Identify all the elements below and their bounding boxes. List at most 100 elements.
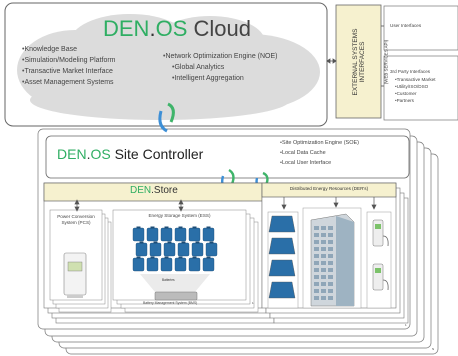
building-window bbox=[321, 275, 326, 279]
battery-icon bbox=[174, 257, 187, 272]
site-item-ui: Local User Interface bbox=[280, 160, 331, 167]
battery-funnel bbox=[140, 274, 210, 292]
battery-icon bbox=[191, 242, 204, 257]
building-window bbox=[321, 282, 326, 286]
building-window bbox=[314, 261, 319, 265]
battery-icon bbox=[160, 227, 173, 242]
cloud-item-asset-mgmt: Asset Management Systems bbox=[22, 79, 113, 86]
pcs-title: Power Conversion System (PCS) bbox=[57, 214, 95, 225]
battery-icon bbox=[163, 242, 176, 257]
building-window bbox=[328, 282, 333, 286]
building-window bbox=[314, 296, 319, 300]
store-page-number: 1 bbox=[252, 301, 254, 305]
store-title-dot: . bbox=[151, 185, 154, 196]
building-window bbox=[321, 289, 326, 293]
building-window bbox=[328, 261, 333, 265]
third-party-utility: Utility/ISO/DSO bbox=[395, 84, 429, 90]
third-party-customer: Customer bbox=[395, 91, 417, 97]
battery-cap bbox=[192, 226, 197, 229]
building-window bbox=[314, 268, 319, 272]
building-window bbox=[328, 233, 333, 237]
cloud-title: DEN.OS Cloud bbox=[103, 18, 251, 40]
building-window bbox=[314, 254, 319, 258]
building-window bbox=[321, 240, 326, 244]
battery-cap bbox=[192, 256, 197, 259]
solar-panels bbox=[268, 215, 296, 299]
battery-cap bbox=[136, 226, 141, 229]
site-title-dot: . bbox=[86, 146, 91, 162]
batteries-grid bbox=[132, 226, 218, 272]
building-window bbox=[314, 226, 319, 230]
building-window bbox=[328, 254, 333, 258]
battery-icon bbox=[146, 227, 159, 242]
der-header bbox=[261, 182, 397, 198]
building-window bbox=[314, 282, 319, 286]
cloud-item-simulation: Simulation/Modeling Platform bbox=[22, 57, 115, 64]
battery-cap bbox=[206, 226, 211, 229]
site-title-os: OS bbox=[90, 146, 111, 162]
battery-cap bbox=[150, 226, 155, 229]
battery-cap bbox=[153, 241, 158, 244]
battery-cap bbox=[136, 256, 141, 259]
building-icon bbox=[310, 213, 355, 307]
building-window bbox=[328, 226, 333, 230]
battery-icon bbox=[177, 242, 190, 257]
building-window bbox=[321, 261, 326, 265]
battery-icon bbox=[188, 227, 201, 242]
battery-cap bbox=[209, 241, 214, 244]
building-window bbox=[321, 296, 326, 300]
ess-title: Energy Storage System (ESS) bbox=[148, 213, 211, 218]
external-systems-subtitle: (WEB SERVICES API) bbox=[383, 39, 389, 84]
site-item-cache: Local Data Cache bbox=[280, 150, 326, 157]
battery-icon bbox=[202, 227, 215, 242]
external-systems-title: EXTERNAL SYSTEMS INTERFACES bbox=[351, 28, 366, 95]
battery-cap bbox=[164, 256, 169, 259]
battery-icon bbox=[135, 242, 148, 257]
batteries-label: Batteries bbox=[162, 278, 175, 282]
store-title-name: Store bbox=[153, 185, 178, 196]
der-title: Distributed Energy Resources (DER's) bbox=[289, 186, 369, 191]
site-page-number-n: N bbox=[432, 347, 435, 351]
battery-cap bbox=[164, 226, 169, 229]
building-window bbox=[314, 275, 319, 279]
third-party-transactive: Transactive Market bbox=[395, 77, 436, 83]
ev-charger-icons bbox=[372, 219, 389, 291]
building-window bbox=[328, 247, 333, 251]
building-window bbox=[321, 226, 326, 230]
battery-cap bbox=[150, 256, 155, 259]
down-arrows bbox=[74, 197, 377, 212]
cloud-noe-global: Global Analytics bbox=[172, 64, 224, 71]
battery-cap bbox=[178, 226, 183, 229]
building-window bbox=[314, 247, 319, 251]
battery-icon bbox=[149, 242, 162, 257]
sync-arrows-top bbox=[158, 102, 175, 133]
battery-cap bbox=[139, 241, 144, 244]
building-window bbox=[314, 289, 319, 293]
cloud-title-name: Cloud bbox=[187, 16, 251, 41]
store-title: DEN.Store bbox=[130, 186, 178, 196]
site-title-name: Site Controller bbox=[110, 146, 204, 162]
building-window bbox=[328, 240, 333, 244]
building-window bbox=[328, 289, 333, 293]
battery-icon bbox=[188, 257, 201, 272]
bms-device bbox=[154, 291, 198, 301]
cloud-noe-title: Network Optimization Engine (NOE) bbox=[163, 53, 277, 60]
building-window bbox=[314, 233, 319, 237]
site-controller-header bbox=[45, 135, 410, 179]
battery-cap bbox=[178, 256, 183, 259]
building-window bbox=[321, 254, 326, 258]
battery-icon bbox=[205, 242, 218, 257]
cloud-item-transactive: Transactive Market Interface bbox=[22, 68, 112, 75]
battery-cap bbox=[206, 256, 211, 259]
building-window bbox=[328, 296, 333, 300]
battery-cap bbox=[195, 241, 200, 244]
battery-icon bbox=[174, 227, 187, 242]
building-window bbox=[328, 268, 333, 272]
battery-icon bbox=[132, 257, 145, 272]
battery-icon bbox=[202, 257, 215, 272]
battery-icon bbox=[160, 257, 173, 272]
store-title-brand: DEN bbox=[130, 185, 152, 196]
battery-cap bbox=[181, 241, 186, 244]
bms-label: Battery Management System (BMS) bbox=[143, 301, 198, 305]
site-page-number-1: 1 bbox=[405, 323, 407, 327]
